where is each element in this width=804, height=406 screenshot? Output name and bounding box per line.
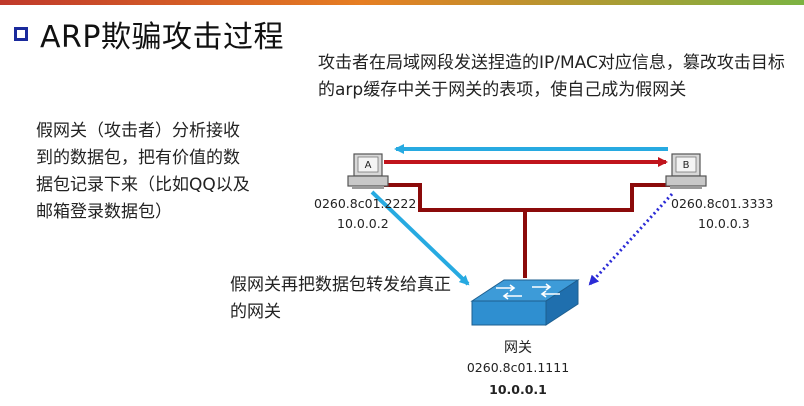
left-annotation: 假网关（攻击者）分析接收到的数据包，把有价值的数据包记录下来（比如QQ以及邮箱登… xyxy=(36,121,250,222)
link-a-to-gateway xyxy=(380,183,527,278)
host-b-mac: 0260.8c01.3333 xyxy=(671,196,774,211)
computer-b-icon xyxy=(665,153,707,189)
gateway-switch-icon xyxy=(470,279,580,326)
computer-b-tag: B xyxy=(683,160,690,171)
middle-annotation: 假网关再把数据包转发给真正的网关 xyxy=(230,275,451,322)
host-a-mac: 0260.8c01.2222 xyxy=(314,196,417,211)
top-accent-bar xyxy=(0,0,804,5)
host-a-ip: 10.0.0.2 xyxy=(337,216,389,231)
gateway-mac: 0260.8c01.1111 xyxy=(466,360,570,375)
slide-title: ARP欺骗攻击过程 xyxy=(40,20,284,55)
slide-header: ARP欺骗攻击过程 xyxy=(14,12,284,56)
title-bullet-square xyxy=(14,27,28,41)
arrow-b-to-gateway-dotted xyxy=(588,192,674,286)
gateway-name: 网关 xyxy=(504,340,532,356)
arrow-a-to-gateway xyxy=(370,190,470,286)
computer-a-tag: A xyxy=(365,160,372,171)
host-b-ip: 10.0.0.3 xyxy=(698,216,750,231)
link-b-to-gateway xyxy=(525,183,680,212)
gateway-ip: 10.0.0.1 xyxy=(489,382,547,397)
top-annotation: 攻击者在局域网段发送捏造的IP/MAC对应信息，篡改攻击目标的arp缓存中关于网… xyxy=(318,53,785,100)
computer-a-icon xyxy=(347,153,389,189)
